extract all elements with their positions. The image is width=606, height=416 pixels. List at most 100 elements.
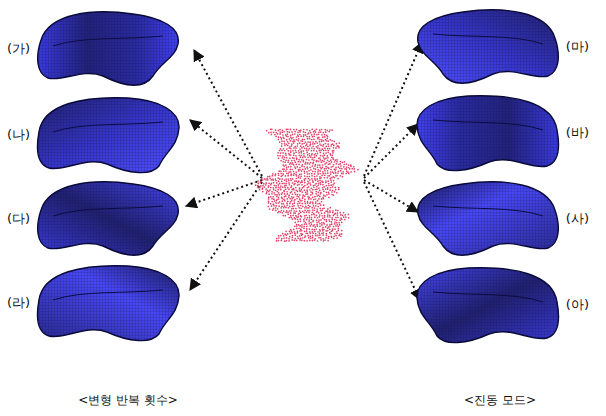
cloud-point <box>335 225 337 227</box>
cloud-point <box>306 230 308 232</box>
cloud-point <box>313 135 315 137</box>
cloud-point <box>307 173 309 175</box>
cloud-point <box>305 205 307 207</box>
cloud-point <box>311 165 313 167</box>
mesh-fill <box>418 182 559 255</box>
cloud-point <box>317 145 319 147</box>
cloud-point <box>317 173 319 175</box>
cloud-point <box>307 235 309 237</box>
cloud-point <box>295 208 297 210</box>
cloud-point <box>285 178 287 180</box>
cloud-point <box>319 148 321 150</box>
cloud-point <box>299 161 301 163</box>
cloud-point <box>331 219 333 221</box>
cloud-point <box>266 191 268 193</box>
mesh-grid <box>417 96 558 171</box>
cloud-point <box>290 154 292 156</box>
cloud-point <box>309 155 311 157</box>
cloud-point <box>266 178 268 180</box>
cloud-point <box>346 166 348 168</box>
cloud-point <box>286 191 288 193</box>
cloud-point <box>307 217 309 219</box>
cloud-point <box>331 223 333 225</box>
cloud-point <box>310 237 312 239</box>
cloud-point <box>310 169 312 171</box>
dotted-arrow <box>364 42 422 176</box>
cloud-point <box>297 177 299 179</box>
cloud-point <box>309 228 311 230</box>
cloud-point <box>291 145 293 147</box>
cloud-point <box>295 149 297 151</box>
cloud-point <box>346 163 348 165</box>
cloud-point <box>314 196 316 198</box>
cloud-point <box>314 230 316 232</box>
dotted-arrow <box>190 182 262 290</box>
cloud-point <box>299 230 301 232</box>
cloud-point <box>341 218 343 220</box>
cloud-point <box>286 148 288 150</box>
mesh-fill <box>38 182 179 255</box>
cloud-point <box>327 208 329 210</box>
cloud-point <box>324 147 326 149</box>
cloud-point <box>340 170 342 172</box>
cloud-point <box>270 184 272 186</box>
cloud-point <box>319 164 321 166</box>
cloud-point <box>296 232 298 234</box>
cloud-point <box>319 129 321 131</box>
cloud-point <box>322 226 324 228</box>
cloud-point <box>317 210 319 212</box>
cloud-point <box>304 168 306 170</box>
mesh-outline <box>417 96 558 171</box>
mesh-outline <box>38 12 179 85</box>
cloud-point <box>304 198 306 200</box>
cloud-point <box>268 201 270 203</box>
cloud-point <box>293 129 295 131</box>
cloud-point <box>286 131 288 133</box>
cloud-point <box>318 221 320 223</box>
cloud-point <box>281 193 283 195</box>
cloud-point <box>273 198 275 200</box>
cloud-point <box>328 183 330 185</box>
cloud-point <box>283 183 285 185</box>
cloud-point <box>333 180 335 182</box>
mesh-ridge <box>433 34 543 44</box>
cloud-point <box>306 136 308 138</box>
cloud-point <box>273 192 275 194</box>
cloud-point <box>293 171 295 173</box>
cloud-point <box>279 211 281 213</box>
cloud-point <box>296 136 298 138</box>
cloud-point <box>286 198 288 200</box>
cloud-point <box>336 219 338 221</box>
mesh-surface <box>413 4 563 90</box>
cloud-point <box>281 203 283 205</box>
cloud-point <box>281 238 283 240</box>
mesh-figure: (바) <box>410 90 592 176</box>
cloud-point <box>353 166 355 168</box>
cloud-point <box>308 159 310 161</box>
cloud-point <box>270 132 272 134</box>
cloud-point <box>317 166 319 168</box>
cloud-point <box>268 132 270 134</box>
cloud-point <box>261 177 263 179</box>
cloud-point <box>326 177 328 179</box>
dotted-arrow <box>190 120 262 178</box>
cloud-point <box>301 226 303 228</box>
cloud-point <box>298 154 300 156</box>
cloud-point <box>284 215 286 217</box>
cloud-point <box>350 166 352 168</box>
cloud-point <box>282 200 284 202</box>
cloud-point <box>308 219 310 221</box>
cloud-point <box>287 200 289 202</box>
cloud-point <box>277 191 279 193</box>
cloud-point <box>271 128 273 130</box>
cloud-point <box>271 198 273 200</box>
cloud-point <box>306 166 308 168</box>
cloud-point <box>348 164 350 166</box>
cloud-point <box>331 217 333 219</box>
cloud-point <box>285 129 287 131</box>
cloud-point <box>312 181 314 183</box>
cloud-point <box>316 211 318 213</box>
cloud-point <box>293 152 295 154</box>
cloud-point <box>277 177 279 179</box>
cloud-point <box>300 150 302 152</box>
